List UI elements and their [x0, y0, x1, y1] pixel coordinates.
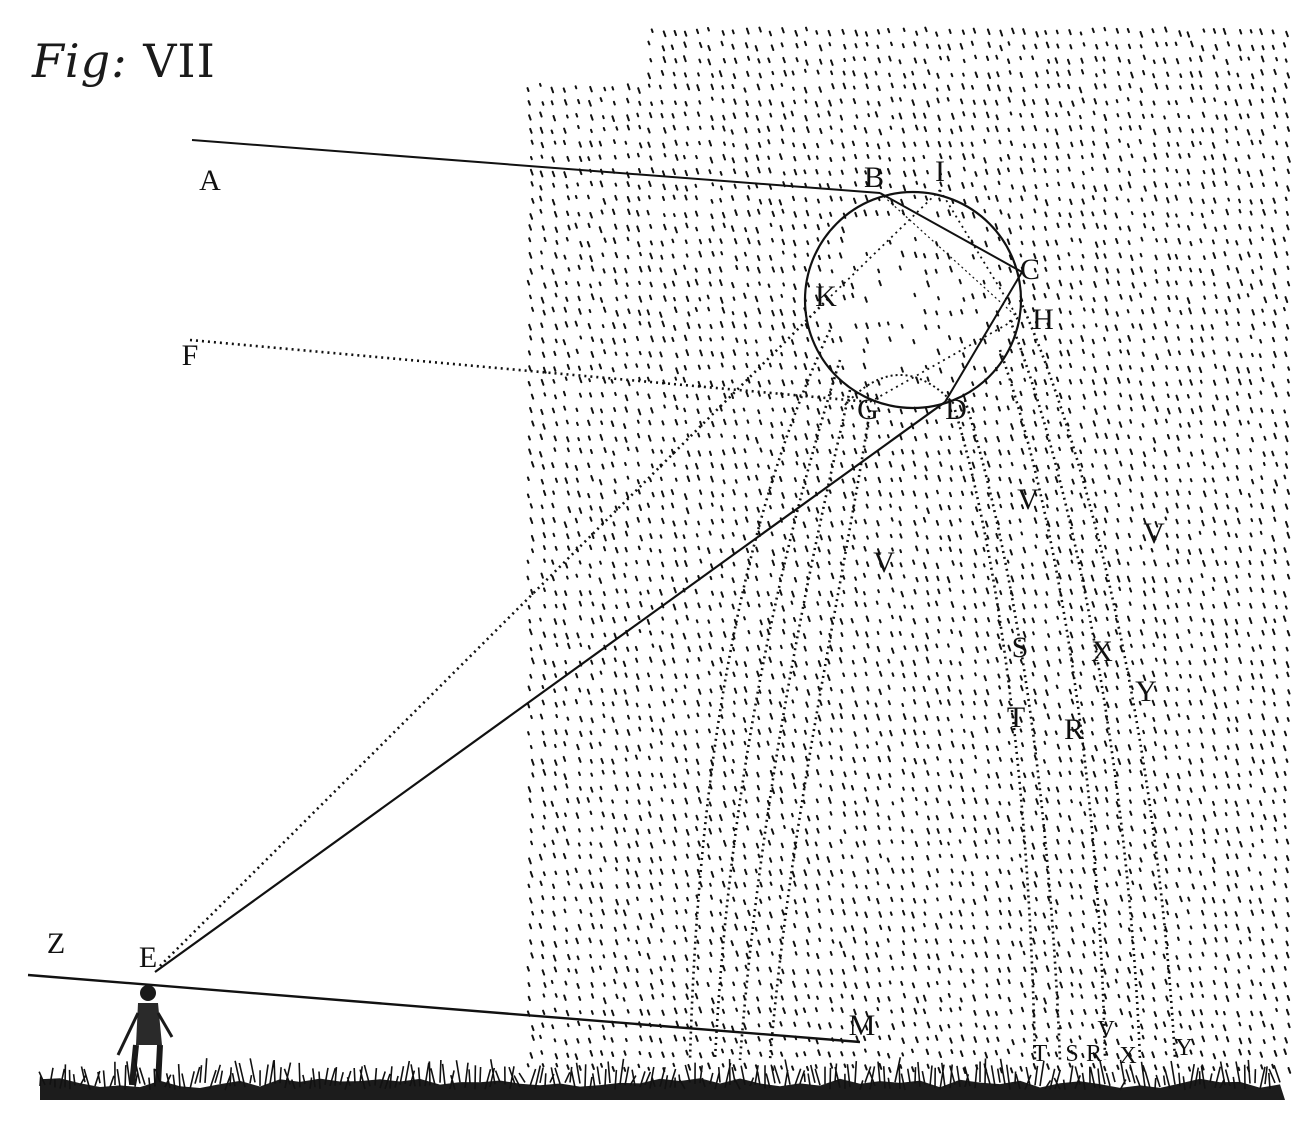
inner-drop-arc: [844, 374, 956, 406]
rain-dot-field: [526, 26, 1292, 1074]
dotted-arc: [713, 359, 842, 1061]
ray-I-K: [829, 189, 941, 298]
figure-title: Fig: VII: [32, 34, 216, 88]
grass-blades: [38, 1057, 1281, 1091]
figure-prefix: Fig:: [32, 34, 128, 88]
label-Y: Y: [1135, 675, 1157, 708]
label-I: I: [935, 155, 945, 188]
label-V-left: V: [873, 546, 895, 579]
label-T: T: [1006, 701, 1026, 734]
rain-dots: [526, 26, 1292, 1074]
label-V-upper: V: [1017, 483, 1039, 516]
dotted-ray-arcs: [688, 299, 1177, 1061]
ground-grass: [38, 1057, 1285, 1100]
label-T-bottom: T: [1032, 1041, 1048, 1067]
label-X-bottom: X: [1119, 1043, 1137, 1069]
observer-figure: [116, 985, 174, 1086]
ray-A-B: [191, 139, 881, 194]
label-F: F: [181, 339, 199, 372]
label-K: K: [815, 280, 837, 313]
dotted-arc: [738, 389, 852, 1061]
label-X: X: [1091, 635, 1113, 668]
ray-B-C-D: [879, 192, 1024, 403]
label-G: G: [857, 393, 879, 426]
label-H: H: [1032, 303, 1054, 336]
ray-E-D: [154, 401, 946, 973]
ray-B-H: [879, 192, 1019, 319]
ground-mound: [40, 1078, 1285, 1100]
horizon-line-Z-M: [27, 973, 861, 1044]
label-S-bottom: S: [1065, 1041, 1079, 1067]
label-V-right: V: [1143, 517, 1165, 550]
ray-F-G: [189, 338, 871, 404]
figure-numeral: VII: [143, 34, 216, 88]
dotted-arc: [688, 329, 832, 1061]
label-B: B: [863, 161, 885, 194]
label-V-bottom: V: [1097, 1017, 1115, 1043]
label-Y-bottom: Y: [1175, 1035, 1193, 1061]
label-R-bottom: R: [1085, 1041, 1103, 1067]
raindrop-circle: [803, 190, 1023, 410]
dotted-arc: [963, 399, 1062, 1061]
label-E: E: [138, 941, 158, 974]
label-Z: Z: [46, 927, 66, 960]
label-A: A: [199, 164, 221, 197]
ray-E-G: [159, 296, 831, 967]
label-C: C: [1019, 253, 1041, 286]
dotted-arc: [953, 409, 1037, 1061]
ray-G-H-I: [869, 189, 1020, 403]
dotted-arc: [1018, 299, 1177, 1061]
label-S: S: [1011, 631, 1029, 664]
label-R: R: [1063, 713, 1085, 746]
label-M: M: [848, 1009, 876, 1042]
label-D: D: [945, 393, 967, 426]
